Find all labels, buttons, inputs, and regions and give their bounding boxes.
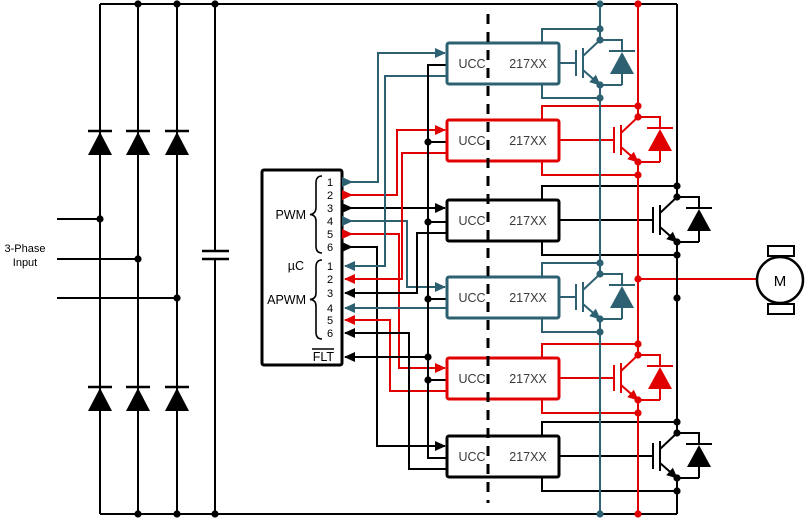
ucc-driver-5-right-label: 217XX [509,372,547,386]
phase-leg-c [673,4,681,514]
phase-leg-a [596,0,604,518]
rectifier-diode-top-3 [165,129,189,155]
igbt-4-emitter-arrow [582,303,601,320]
rectifier-junction-dots [96,0,219,518]
pwm-pin-brace [309,175,323,254]
igbt-2-emitter-arrow [620,146,639,163]
apwm-pin-brace [309,259,323,340]
ucc-driver-3-left-label: UCC [458,214,485,228]
pwm1-net [342,48,446,187]
apwm3-net [344,232,447,298]
rectifier-diode-bottom-2 [126,385,150,411]
pwm-group-label: PWM [275,208,306,222]
apwm5-net [344,315,447,392]
ucc-driver-3-right-label: 217XX [509,214,547,228]
motor-terminal-bottom [767,303,795,315]
igbt-cell-3 [541,182,712,259]
ucc-driver-1-right-label: 217XX [509,57,547,71]
ucc-driver-2-right-label: 217XX [509,134,547,148]
three-phase-input-label-line2: Input [13,257,37,269]
rectifier-bridge [57,0,677,518]
mcu-block: PWM µC APWM FLT 1 2 3 4 5 6 1 2 3 4 5 6 [260,168,344,367]
fault-bus-net [344,64,447,459]
igbt-cell-1 [541,25,635,102]
rectifier-diode-top-1 [88,129,112,155]
dc-link-capacitor [202,4,229,514]
pwm2-net [342,125,446,200]
ucc-driver-4-left-label: UCC [458,291,485,305]
rectifier-diode-bottom-1 [88,385,112,411]
mcu-chip-label: µC [288,259,304,273]
rectifier-diode-top-2 [126,129,150,155]
ucc-driver-6-right-label: 217XX [509,450,547,464]
three-phase-input-label-line1: 3-Phase [5,243,46,255]
apwm6-net [344,328,447,470]
igbt-cell-5 [541,340,673,417]
ucc-driver-6: UCC 217XX [445,434,561,479]
pwm-pin-2: 2 [327,190,333,202]
freewheel-diode-4 [600,273,635,320]
rectifier-diode-bottom-3 [165,385,189,411]
ucc-driver-4-right-label: 217XX [509,291,547,305]
pwm4-net [342,216,446,292]
apwm-pin-4: 4 [327,303,333,315]
pwm-pin-numbers: 1 2 3 4 5 6 [327,177,333,254]
motor: M [755,245,805,315]
motor-label: M [774,273,787,290]
freewheel-diode-3 [677,196,712,243]
pwm5-net [342,229,446,373]
fault-pin-label: FLT [313,350,335,364]
apwm2-net [344,152,447,284]
phase-leg-b [634,0,757,518]
freewheel-diode-6 [677,432,712,479]
igbt-cell-6 [541,418,712,495]
pwm6-net [342,242,446,451]
ucc-driver-5: UCC 217XX [445,356,561,401]
motor-terminal-top [767,245,795,257]
freewheel-diode-2 [638,116,673,163]
pwm-pin-1: 1 [327,177,333,189]
igbt-6-emitter-arrow [659,462,678,479]
freewheel-diode-1 [600,39,635,86]
apwm-pin-numbers: 1 2 3 4 5 6 [327,261,333,340]
pwm-pin-5: 5 [327,229,333,241]
apwm-group-label: APWM [267,293,306,307]
igbt-5-emitter-arrow [620,384,639,401]
apwm-pin-3: 3 [327,288,333,300]
ucc-driver-1: UCC 217XX [445,41,561,86]
gate-drivers: UCC 217XX UCC 217XX UCC 217XX UCC 217XX … [445,41,561,479]
apwm1-net [344,75,447,271]
ucc-driver-1-left-label: UCC [458,57,485,71]
pwm-pin-6: 6 [327,242,333,254]
ucc-driver-6-left-label: UCC [458,450,485,464]
ucc-driver-2: UCC 217XX [445,118,561,163]
ucc-driver-3: UCC 217XX [445,198,561,243]
ucc-driver-2-left-label: UCC [458,134,485,148]
pwm-pin-4: 4 [327,216,333,228]
apwm-pin-1: 1 [327,261,333,273]
mcu-outline [260,168,344,367]
apwm-pin-5: 5 [327,315,333,327]
pwm-pin-3: 3 [327,203,333,215]
apwm-pin-6: 6 [327,328,333,340]
ucc-driver-5-left-label: UCC [458,372,485,386]
igbt-3-emitter-arrow [659,226,678,243]
freewheel-diode-5 [638,354,673,401]
ucc-driver-4: UCC 217XX [445,275,561,320]
igbt-1-emitter-arrow [582,69,601,86]
motor-body [755,255,805,305]
igbt-cell-2 [541,102,673,179]
apwm-pin-2: 2 [327,274,333,286]
